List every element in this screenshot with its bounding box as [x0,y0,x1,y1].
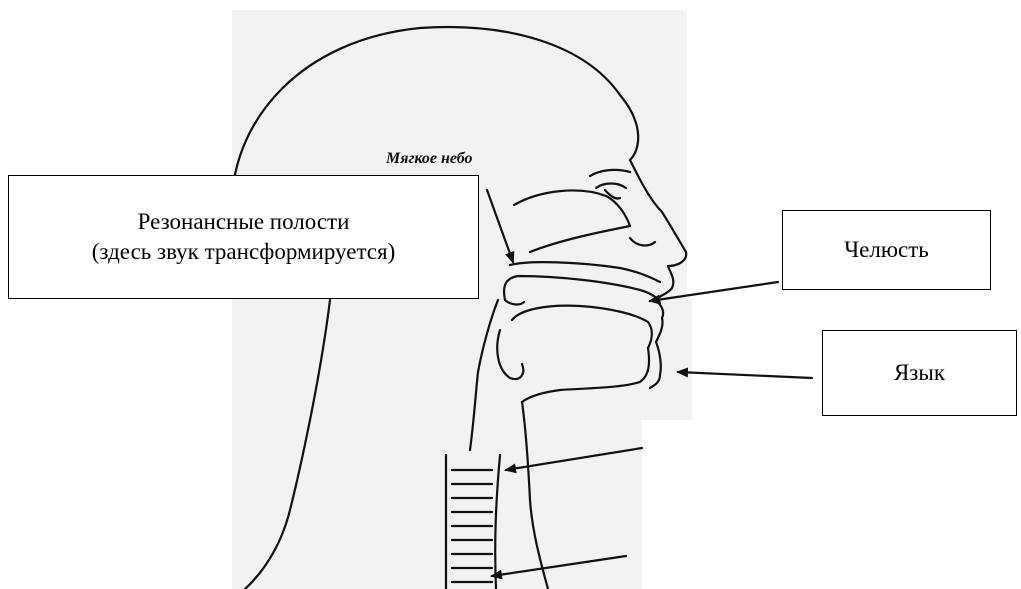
tongue-callout: Язык [822,330,1017,416]
resonance-cavities-callout: Резонансные полости (здесь звук трансфор… [8,175,479,299]
jaw-callout: Челюсть [782,210,991,290]
soft-palate-label: Мягкое небо [386,150,473,168]
resonance-cavities-note: (здесь звук трансформируется) [92,237,395,267]
resonance-cavities-title: Резонансные полости [138,207,350,237]
tongue-arrow [678,372,812,378]
paper-background [232,10,692,589]
jaw-label: Челюсть [844,235,929,265]
tongue-label: Язык [894,358,945,388]
